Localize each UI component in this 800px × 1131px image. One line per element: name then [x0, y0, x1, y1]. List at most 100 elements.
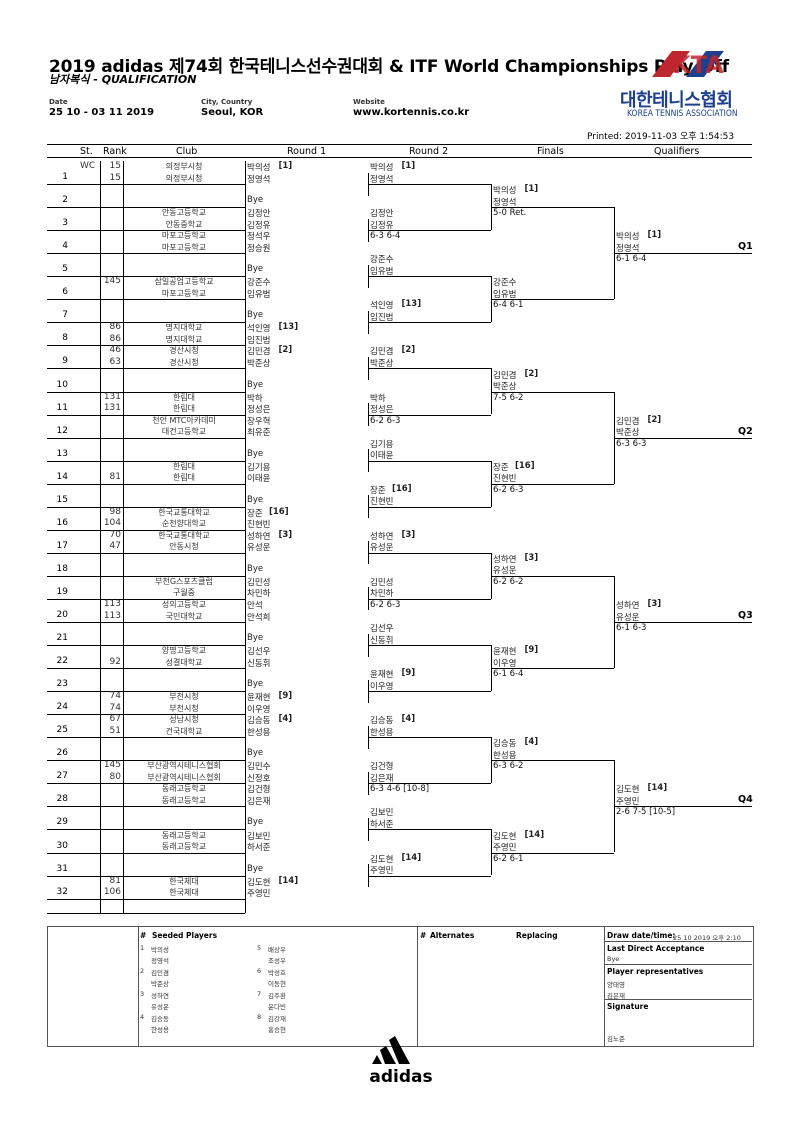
winner-player-b[interactable]: 박준상 [493, 382, 517, 392]
winner-player-a[interactable]: 석인영 [370, 301, 394, 312]
winner-player-b[interactable]: 유성운 [493, 566, 517, 577]
player-name[interactable]: 주영민 [247, 889, 271, 900]
winner-player-a[interactable]: 김선우 [370, 624, 394, 635]
winner-player-a[interactable]: 윤재현 [493, 647, 517, 658]
winner-player-b[interactable]: 이태윤 [370, 451, 394, 462]
player-name[interactable]: 정영석 [247, 174, 271, 185]
winner-player-b[interactable]: 주영민 [616, 796, 640, 807]
winner-player-a[interactable]: 김보민 [370, 808, 394, 819]
winner-player-b[interactable]: 진현빈 [493, 474, 517, 485]
winner-player-b[interactable]: 임유범 [493, 289, 517, 300]
winner-player-a[interactable]: 윤재현 [370, 670, 394, 681]
player-name[interactable]: 임유범 [247, 289, 271, 300]
player-name[interactable]: 안석희 [247, 612, 271, 623]
player-name[interactable]: Bye [247, 817, 264, 828]
winner-player-a[interactable]: 박의성 [616, 232, 640, 243]
player-name[interactable]: 박의성 [247, 163, 271, 174]
winner-player-b[interactable]: 이우영 [493, 658, 517, 669]
player-name[interactable]: 김기용 [247, 462, 271, 473]
website-value[interactable]: www.kortennis.co.kr [353, 107, 470, 118]
winner-player-a[interactable]: 김기용 [370, 439, 394, 450]
player-name[interactable]: 김도현 [247, 877, 271, 888]
winner-player-b[interactable]: 정영석 [370, 174, 394, 185]
player-name[interactable]: Bye [247, 195, 264, 206]
winner-player-b[interactable]: 하서준 [370, 819, 394, 830]
winner-player-b[interactable]: 주영민 [493, 843, 517, 853]
winner-player-b[interactable]: 차민하 [370, 589, 394, 600]
player-name[interactable]: 진현빈 [247, 520, 271, 531]
player-name[interactable]: 정석우 [247, 232, 271, 243]
winner-player-b[interactable]: 진현빈 [370, 497, 394, 508]
winner-player-b[interactable]: 한성용 [370, 727, 394, 738]
player-name[interactable]: 정승원 [247, 243, 271, 254]
winner-player-a[interactable]: 김도현 [370, 854, 394, 865]
winner-player-a[interactable]: 박하 [370, 393, 386, 404]
winner-player-b[interactable]: 이우영 [370, 681, 394, 692]
player-name[interactable]: Bye [247, 679, 264, 690]
player-name[interactable]: 김정유 [247, 220, 271, 231]
winner-player-b[interactable]: 정성은 [370, 405, 394, 416]
player-name[interactable]: 박하 [247, 393, 263, 404]
winner-player-a[interactable]: 김도현 [493, 831, 517, 842]
winner-player-b[interactable]: 정영석 [493, 197, 517, 208]
winner-player-a[interactable]: 장준 [370, 485, 386, 496]
player-name[interactable]: 정성은 [247, 405, 271, 416]
player-name[interactable]: 하서준 [247, 843, 271, 853]
player-name[interactable]: Bye [247, 748, 264, 759]
player-name[interactable]: 김정안 [247, 209, 271, 220]
winner-player-b[interactable]: 박준상 [616, 428, 640, 439]
player-name[interactable]: 차민하 [247, 589, 271, 600]
winner-player-a[interactable]: 강준수 [493, 278, 517, 289]
player-name[interactable]: 장우혁 [247, 416, 271, 427]
winner-player-a[interactable]: 박의성 [493, 186, 517, 197]
winner-player-b[interactable]: 박준상 [370, 358, 394, 369]
player-name[interactable]: Bye [247, 863, 264, 874]
winner-player-a[interactable]: 김건형 [370, 762, 394, 773]
player-name[interactable]: 김승동 [247, 716, 271, 727]
winner-player-a[interactable]: 김민성 [370, 577, 394, 588]
player-name[interactable]: 한성용 [247, 727, 271, 738]
winner-player-b[interactable]: 김은재 [370, 773, 394, 784]
winner-player-a[interactable]: 김도현 [616, 785, 640, 796]
player-name[interactable]: 김선우 [247, 647, 271, 658]
player-name[interactable]: Bye [247, 563, 264, 574]
winner-player-a[interactable]: 김민겸 [493, 370, 517, 381]
player-name[interactable]: Bye [247, 264, 264, 275]
player-name[interactable]: Bye [247, 633, 264, 644]
winner-player-a[interactable]: 박의성 [370, 163, 394, 174]
player-name[interactable]: 이우영 [247, 704, 271, 715]
player-name[interactable]: 김건형 [247, 785, 271, 796]
winner-player-a[interactable]: 강준수 [370, 255, 394, 266]
player-name[interactable]: 윤재현 [247, 693, 271, 704]
player-name[interactable]: Bye [247, 448, 264, 459]
player-name[interactable]: 신정호 [247, 773, 271, 784]
winner-player-b[interactable]: 임유범 [370, 266, 394, 277]
winner-player-b[interactable]: 김정유 [370, 220, 394, 231]
player-name[interactable]: 석인영 [247, 324, 271, 335]
player-name[interactable]: 최유준 [247, 428, 271, 439]
winner-player-a[interactable]: 김민겸 [370, 347, 394, 358]
winner-player-a[interactable]: 김승동 [493, 739, 517, 750]
player-name[interactable]: 안석 [247, 601, 263, 611]
winner-player-a[interactable]: 장준 [493, 462, 509, 473]
winner-player-b[interactable]: 주영민 [370, 866, 394, 877]
winner-player-b[interactable]: 유성운 [616, 612, 640, 623]
winner-player-b[interactable]: 한성용 [493, 750, 517, 761]
winner-player-a[interactable]: 김민겸 [616, 416, 640, 427]
player-name[interactable]: 신동휘 [247, 658, 271, 669]
player-name[interactable]: 김은재 [247, 796, 271, 807]
player-name[interactable]: 임진범 [247, 335, 271, 346]
winner-player-a[interactable]: 성하연 [370, 531, 394, 542]
player-name[interactable]: 유성운 [247, 543, 271, 554]
player-name[interactable]: Bye [247, 379, 264, 390]
player-name[interactable]: 김민겸 [247, 347, 271, 358]
winner-player-a[interactable]: 성하연 [493, 554, 517, 565]
player-name[interactable]: 강준수 [247, 278, 271, 289]
player-name[interactable]: Bye [247, 494, 264, 505]
player-name[interactable]: 성하연 [247, 531, 271, 542]
winner-player-b[interactable]: 신동휘 [370, 635, 394, 646]
player-name[interactable]: 김보민 [247, 831, 271, 842]
player-name[interactable]: 박준상 [247, 358, 271, 369]
winner-player-a[interactable]: 성하연 [616, 601, 640, 611]
winner-player-a[interactable]: 김승동 [370, 716, 394, 727]
